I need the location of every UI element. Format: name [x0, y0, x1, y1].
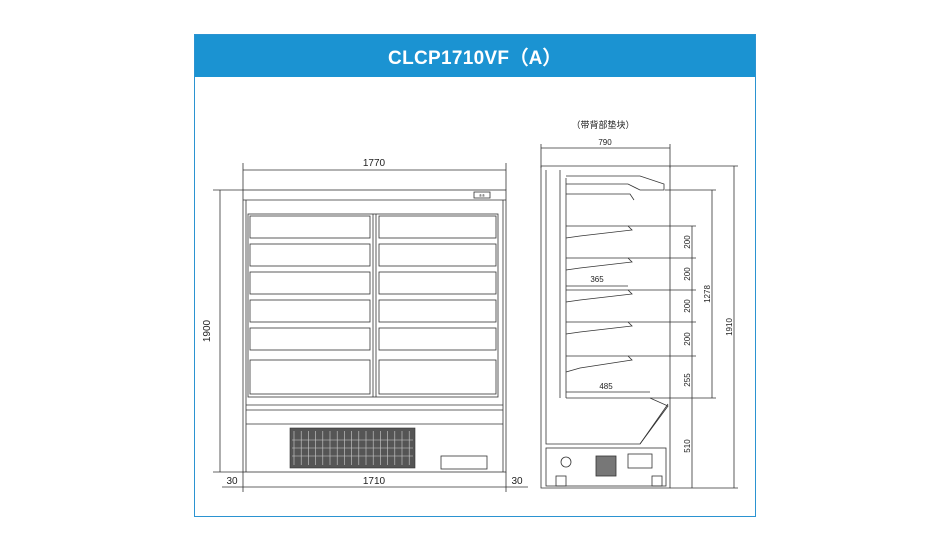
- spacing-label-4: 200: [683, 332, 692, 346]
- side-foot-rear: [651, 475, 663, 487]
- diagram-frame: CLCP1710VF（A）: [194, 34, 756, 517]
- front-height-label: 1900: [202, 319, 213, 342]
- front-inner-width-label: 1710: [363, 476, 386, 487]
- front-left-margin-label: 30: [226, 476, 238, 487]
- side-spacing-dims: [628, 165, 738, 489]
- front-shelves: [249, 215, 497, 395]
- compressor: [595, 455, 617, 477]
- front-width-label: 1770: [363, 158, 386, 169]
- total-height-label: 1910: [725, 318, 734, 336]
- side-foot-front: [555, 475, 567, 487]
- spacing-label-3: 200: [683, 299, 692, 313]
- side-deck-front: [626, 403, 669, 445]
- side-note-label: （带背部垫块）: [571, 119, 634, 130]
- spacing-label-6: 510: [683, 439, 692, 453]
- side-inner-back: [545, 170, 626, 445]
- side-machine-bay: [545, 447, 667, 487]
- brand-badge: [473, 191, 491, 199]
- brand-badge-text: ®®: [479, 193, 485, 198]
- side-canopy: [566, 175, 665, 191]
- cabinet-outline: [242, 189, 507, 473]
- front-right-margin-label: 30: [511, 476, 523, 487]
- fan-motor: [560, 456, 572, 468]
- side-deck: [566, 397, 669, 445]
- access-panel: [440, 455, 488, 470]
- side-depth-label: 790: [598, 138, 612, 147]
- diagram-title: CLCP1710VF（A）: [195, 35, 755, 77]
- spacing-label-2: 200: [683, 267, 692, 281]
- front-view: 1770 1900 ®®: [202, 158, 528, 492]
- side-shelf-depth-label: 365: [590, 275, 604, 284]
- side-shelves: [565, 193, 635, 373]
- side-base-depth-label: 485: [599, 382, 613, 391]
- spacing-label-1: 200: [683, 235, 692, 249]
- shelf-span-label: 1278: [703, 285, 712, 303]
- condenser: [627, 453, 653, 469]
- side-view: （带背部垫块） 790 3: [540, 119, 738, 489]
- spacing-label-5: 255: [683, 373, 692, 387]
